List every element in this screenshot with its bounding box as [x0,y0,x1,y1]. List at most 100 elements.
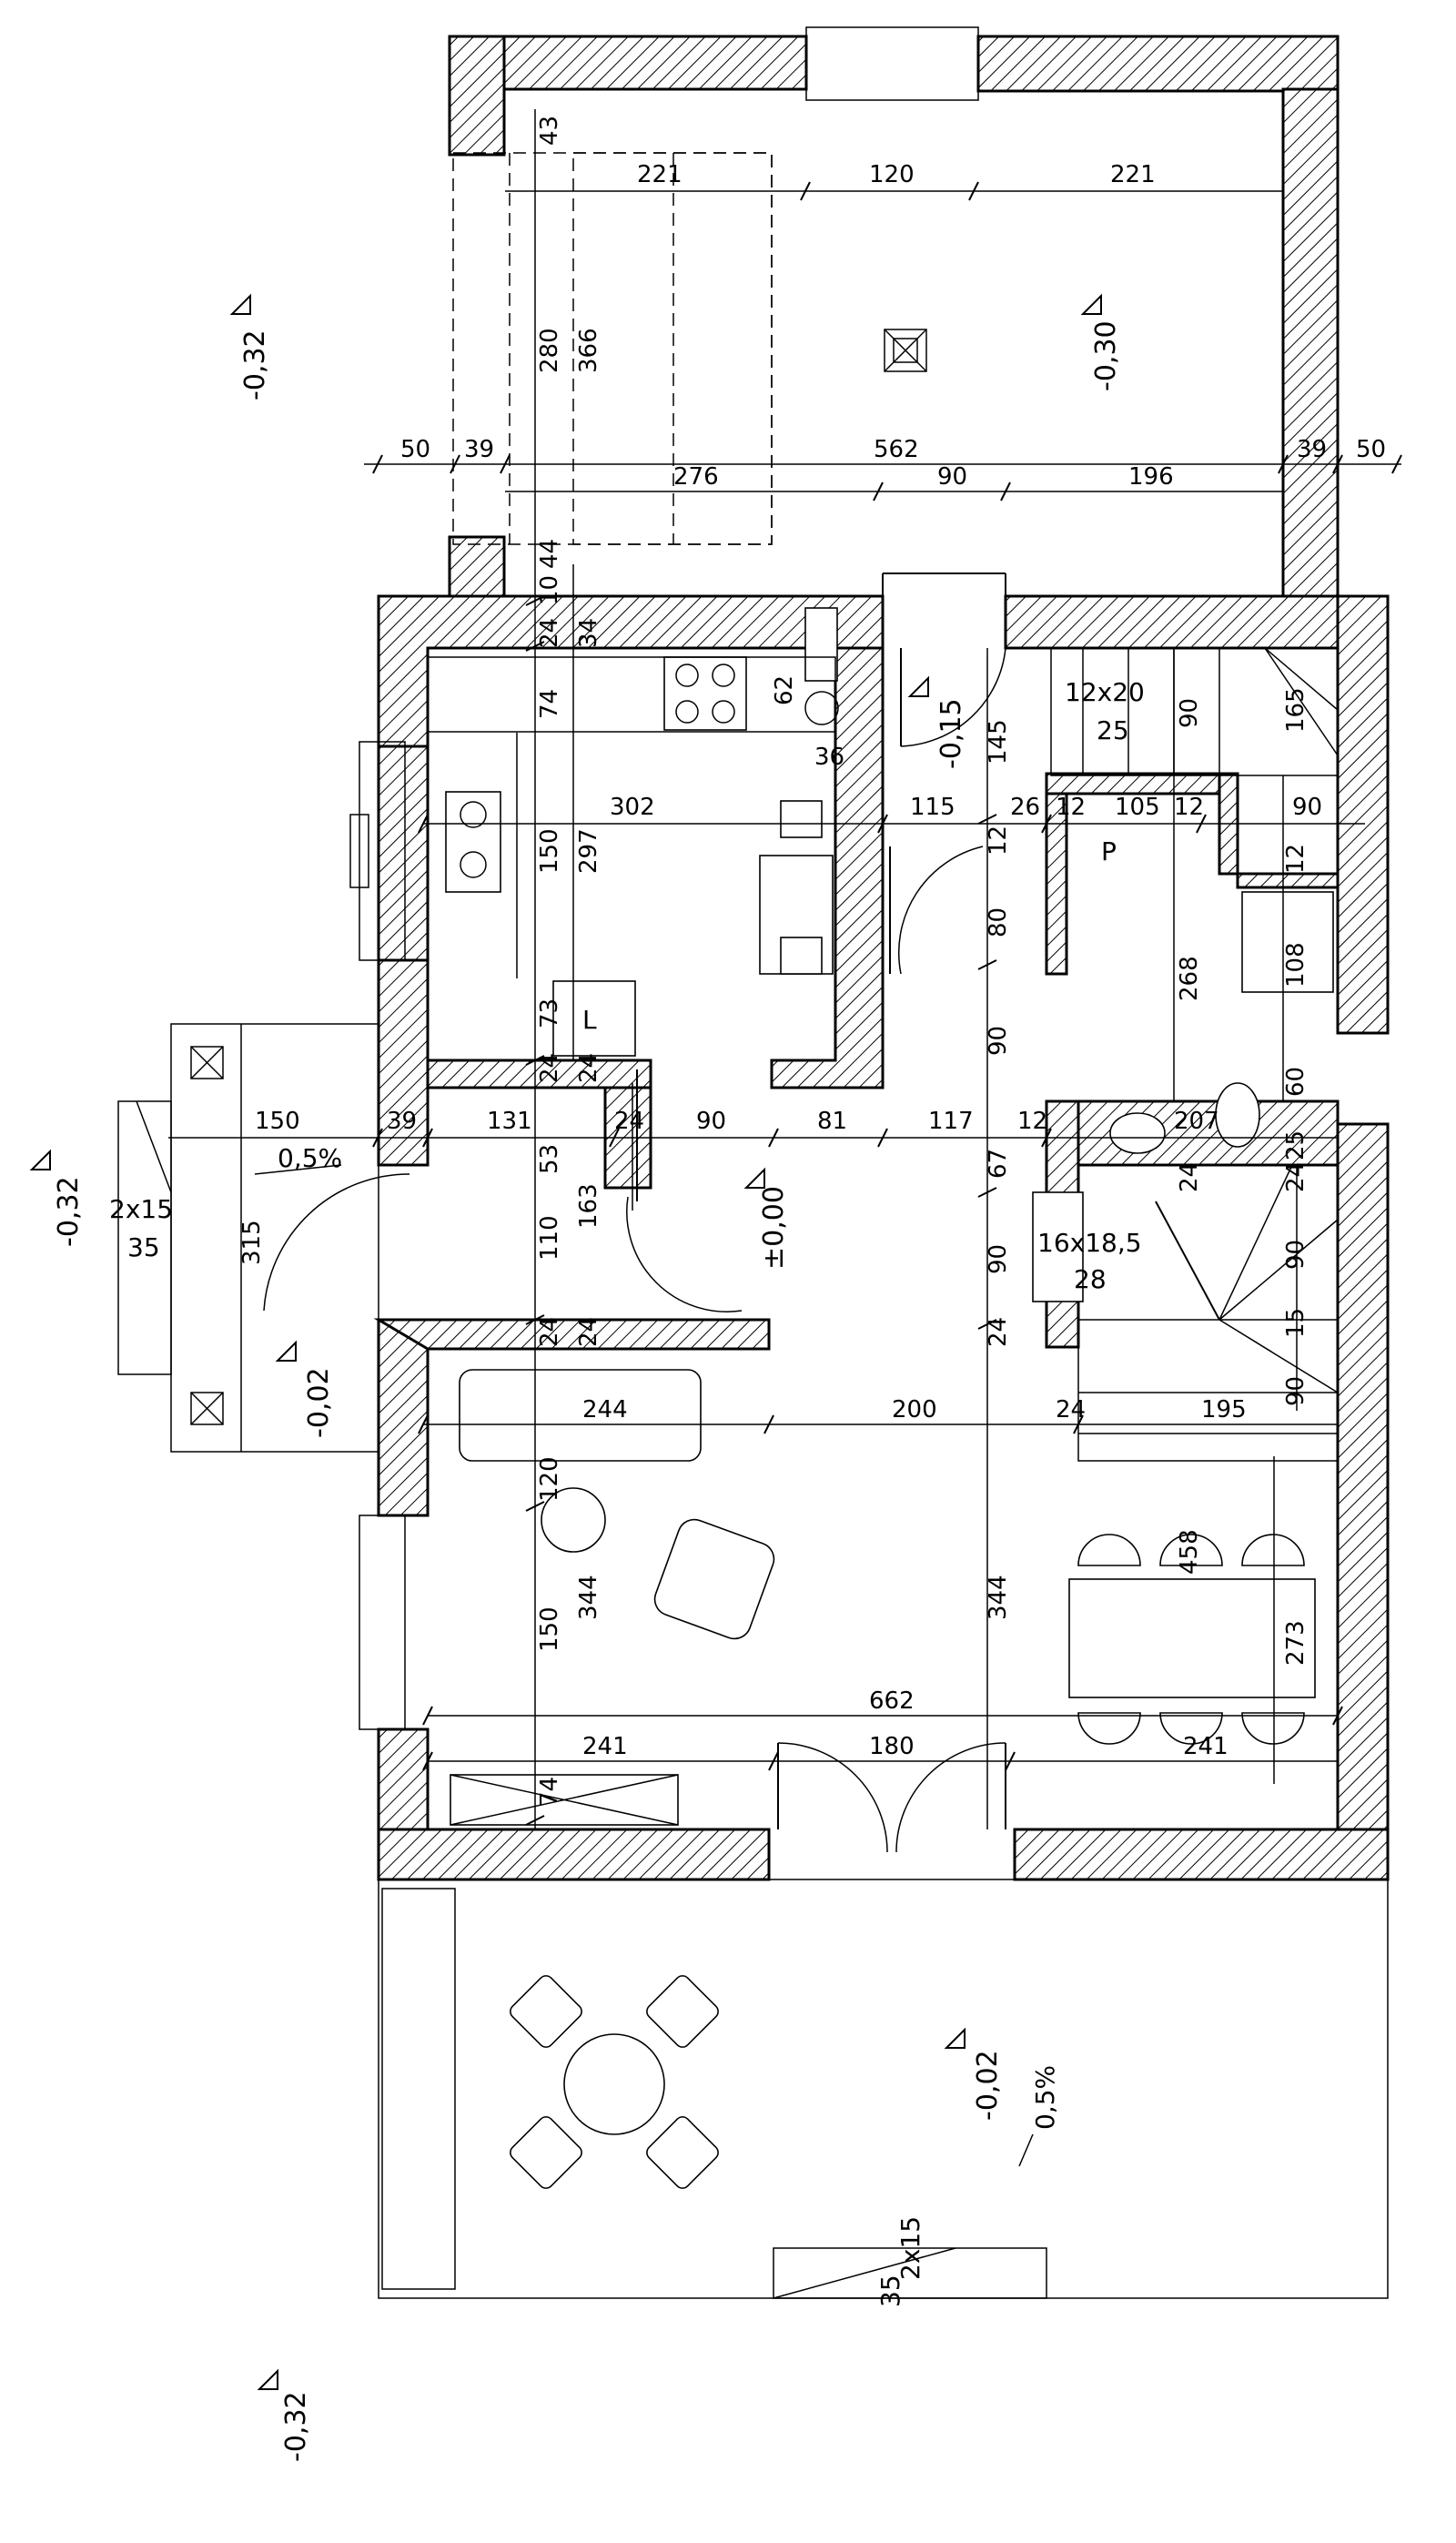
upper-stair-count: 25 [1097,715,1129,745]
chair-icon [1159,1534,1223,1566]
terrace-slope: 0,5% [1030,2065,1060,2130]
level-marker-icon [29,1149,51,1170]
dim-label: 297 [575,828,602,874]
house-wall-west-3 [377,1318,430,1517]
planter [381,1888,456,2290]
dim-label: 108 [1282,942,1309,988]
house-wall-south-left [377,1828,771,1881]
dim-label: 562 [874,436,919,463]
dim-label: 268 [1176,956,1203,1001]
house-wall-east-top [1336,594,1390,1035]
entry-steps-count: 35 [127,1232,160,1262]
dim-label: 12 [1056,794,1086,821]
level-marker-icon [743,1167,765,1189]
dim-label: 12 [985,826,1012,856]
dim-label: 200 [892,1396,937,1423]
level-l4: -0,32 [53,1176,85,1247]
dim-label: 90 [985,1026,1012,1056]
chair-icon [646,2116,719,2189]
garage-wall-left-top [448,35,506,157]
stair-landing-bench [1032,1191,1084,1302]
dim-label: 10 [536,575,563,605]
garage-wall-left-bottom [448,535,506,603]
level-l8: -0,32 [280,2391,312,2462]
dim-label: 244 [582,1396,628,1423]
boiler-icon [804,691,839,725]
dim-label: 273 [1282,1620,1309,1666]
house-wall-west-1 [377,745,430,962]
entry-steps-size: 2x15 [109,1194,173,1224]
dim-label: 24 [536,618,563,648]
level-markers: -0,32 -0,30 -0,15 -0,32 ±0,00 -0,02 -0,0… [29,293,1122,2462]
dim-label: 24 [1176,1162,1203,1192]
dim-label: 24 [575,1317,602,1347]
dim-label: 44 [536,539,563,569]
main-stair-size: 16x18,5 [1037,1228,1142,1258]
dim-label: 74 [536,689,563,719]
dim-label: 110 [536,1215,563,1261]
dim-label: 24 [575,1053,602,1083]
kitchen: L [427,607,984,1057]
shower-icon [1241,891,1334,993]
dim-label: 53 [536,1144,563,1174]
dim-label: 241 [582,1733,628,1760]
dim-label: 15 [1282,1308,1309,1338]
dim-label: 344 [985,1575,1012,1620]
dim-label: 73 [536,998,563,1028]
living-wall-north [373,1318,771,1351]
dim-label: 150 [536,1606,563,1652]
chair-icon [510,2116,582,2189]
chair-icon [1159,1712,1223,1745]
chair-icon [510,1975,582,2048]
dim-label: 145 [985,719,1012,765]
dim-label: 50 [400,436,430,463]
sink-icon [445,791,501,893]
house-wall-south-right [1013,1828,1390,1881]
garage-dashed-outline-1 [452,152,773,545]
dim-label: 315 [238,1220,266,1265]
level-marker-icon [1080,293,1102,315]
dim-label: 131 [487,1108,532,1135]
garage-wall-right [1281,87,1340,603]
level-marker-icon [229,293,251,315]
armchair-icon [653,1518,775,1640]
entry-door-swing [263,1173,410,1312]
dim-label: 60 [1282,1067,1309,1097]
pantry-wall-top [1045,772,1235,795]
dim-label: 24 [1282,1162,1309,1192]
chair-icon [1241,1534,1305,1566]
floor-drain-icon [884,329,927,372]
fridge-label: L [582,1005,597,1035]
dim-label: 90 [696,1108,726,1135]
dim-label: 24 [1056,1396,1086,1423]
dim-label: 196 [1128,463,1174,491]
dim-label: 24 [985,1317,1012,1347]
dim-label: 34 [575,618,602,648]
oven-icon [804,607,838,682]
dim-label: 366 [575,328,602,373]
garage-details [452,152,1006,747]
side-table-icon [541,1487,606,1553]
dim-label: 80 [985,907,1012,937]
dimension-lines [168,109,1402,1829]
dim-label: 662 [869,1687,915,1715]
level-l1: -0,32 [239,329,271,400]
level-l6: -0,02 [303,1367,335,1438]
dining-table [1068,1578,1316,1698]
entry-landing [170,1023,379,1453]
dim-label: 67 [985,1149,1012,1179]
dim-label: 207 [1174,1108,1219,1135]
kitchen-counter-top [427,656,836,733]
stairs-bath: 12x20 25 P 16x18,5 28 [1032,647,1339,1462]
dim-label: 36 [814,744,844,771]
dim-label: 24 [536,1317,563,1347]
fridge-icon [552,980,636,1057]
dim-label: 74 [536,1777,563,1807]
garage-dashed-outline-2 [572,152,773,545]
level-marker-icon [275,1340,297,1362]
kitchen-door-swing [898,846,984,975]
dim-label: 105 [1115,794,1160,821]
dim-label: 302 [610,794,655,821]
terrace: 2x15 35 0,5% [378,1879,1389,2307]
